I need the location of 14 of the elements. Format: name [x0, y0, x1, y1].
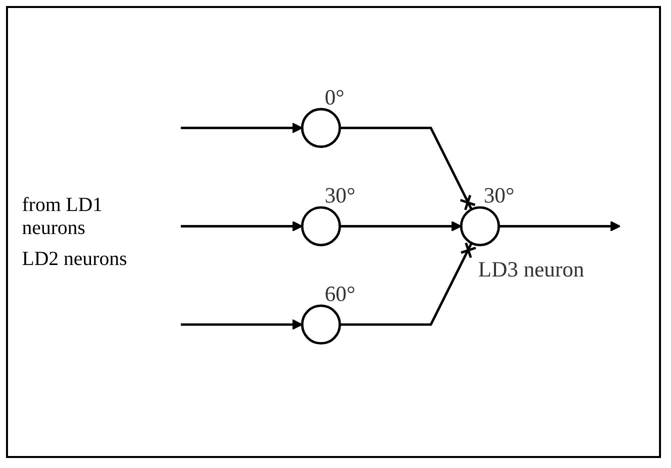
arrow [498, 220, 621, 232]
text-label: 30° [324, 183, 356, 208]
text-label: 60° [324, 282, 356, 306]
arrow [180, 122, 303, 133]
connector [340, 126, 476, 211]
arrow [180, 220, 303, 232]
text-label: LD3 neuron [478, 257, 584, 282]
arrow [180, 318, 303, 330]
connector [340, 241, 477, 326]
text-label: 30° [484, 183, 514, 208]
text-label: LD2 neurons [22, 248, 128, 270]
text-label: 0° [324, 84, 344, 109]
arrow [340, 220, 462, 232]
text-label: from LD1 neurons [22, 194, 104, 240]
